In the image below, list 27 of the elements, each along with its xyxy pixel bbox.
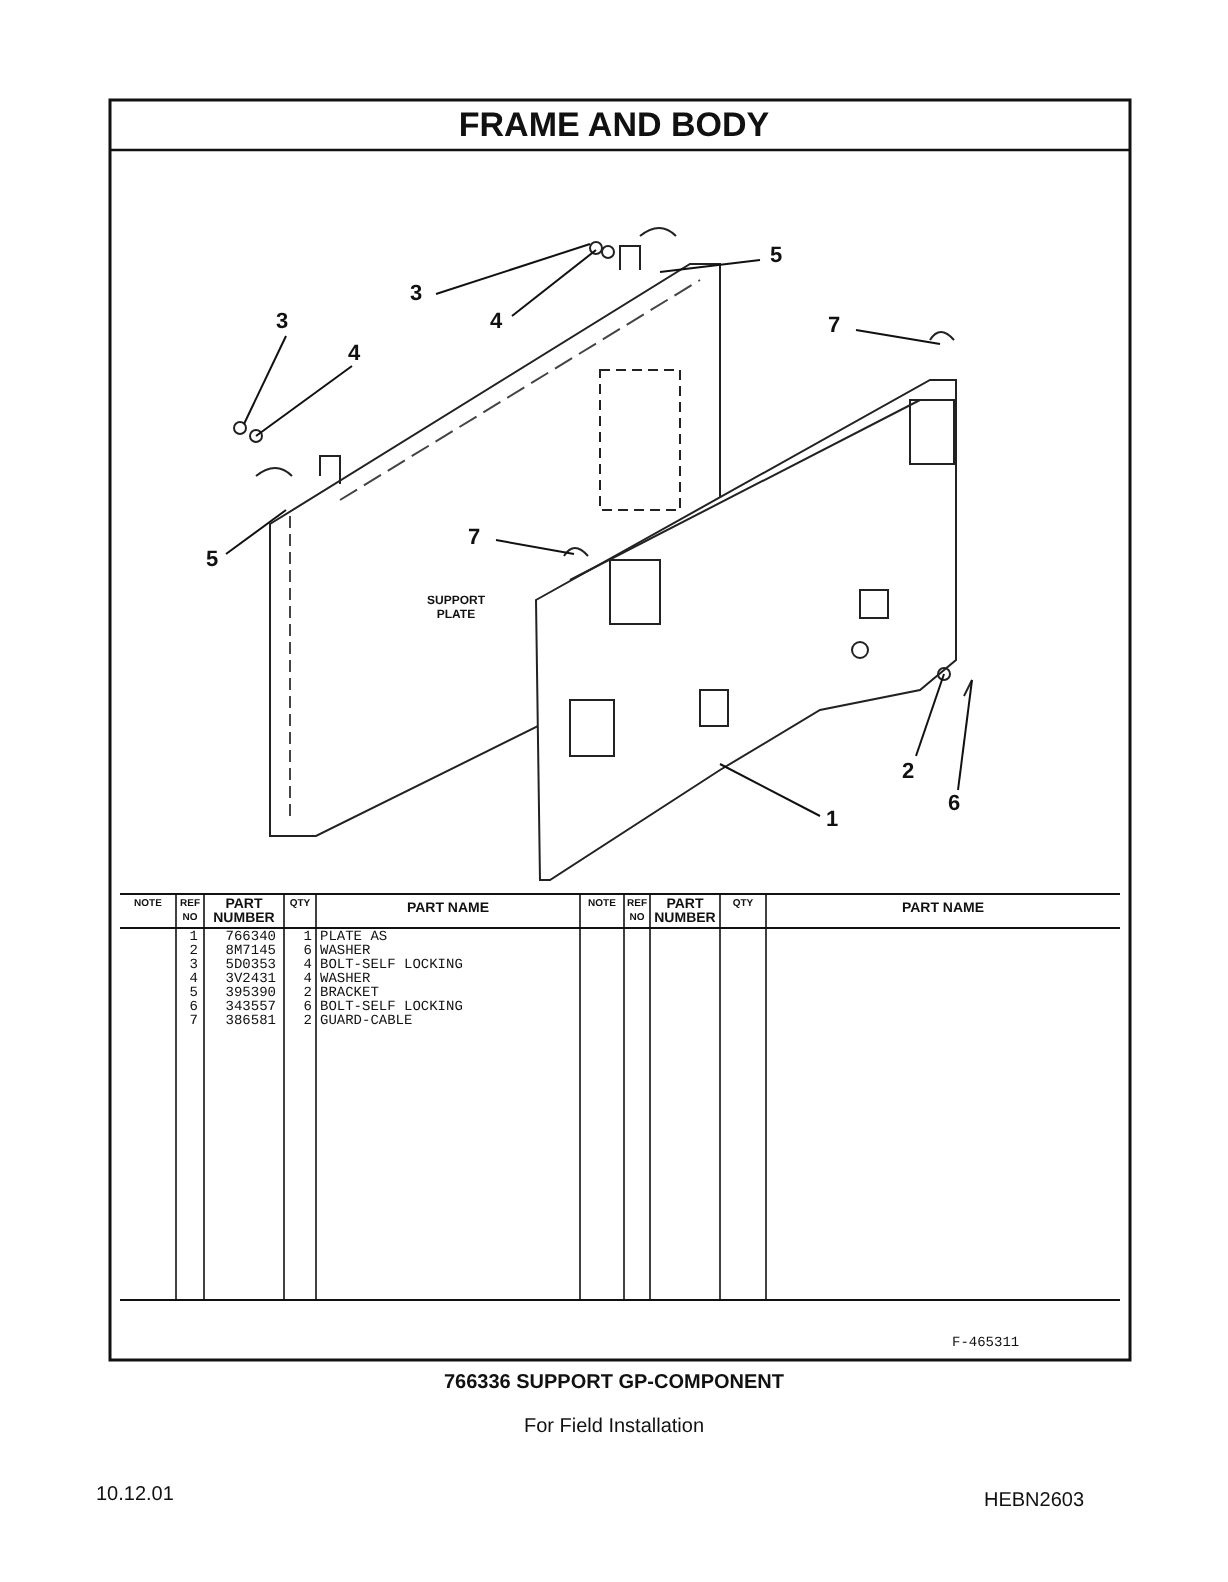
callout-number: 6	[948, 792, 961, 816]
leader-line	[855, 329, 941, 345]
leader-line	[511, 249, 597, 317]
callout-number: 3	[410, 282, 423, 306]
callout-number: 4	[348, 342, 361, 366]
leader-line	[915, 673, 945, 757]
leader-line	[255, 365, 353, 437]
callout-number: 5	[206, 548, 219, 572]
callout-number: 2	[902, 760, 915, 784]
document-number: HEBN2603	[984, 1490, 1085, 1512]
leader-line	[495, 539, 575, 555]
date-text: 10.12.01	[96, 1484, 174, 1506]
leader-line	[435, 243, 591, 295]
page-title: FRAME AND BODY	[456, 106, 772, 146]
callout-number: 3	[276, 310, 289, 334]
leader-line	[659, 259, 761, 273]
callout-number: 7	[468, 526, 481, 550]
leader-line	[719, 763, 821, 817]
leader-line	[243, 335, 287, 425]
callout-number: 5	[770, 244, 783, 268]
callout-number: 1	[826, 808, 839, 832]
callout-number: 7	[828, 314, 841, 338]
leader-line	[957, 679, 973, 791]
caption: 766336 SUPPORT GP-COMPONENT	[441, 1372, 787, 1394]
leader-line	[225, 509, 287, 555]
caption-note: For Field Installation	[521, 1416, 707, 1438]
callout-number: 4	[490, 310, 503, 334]
